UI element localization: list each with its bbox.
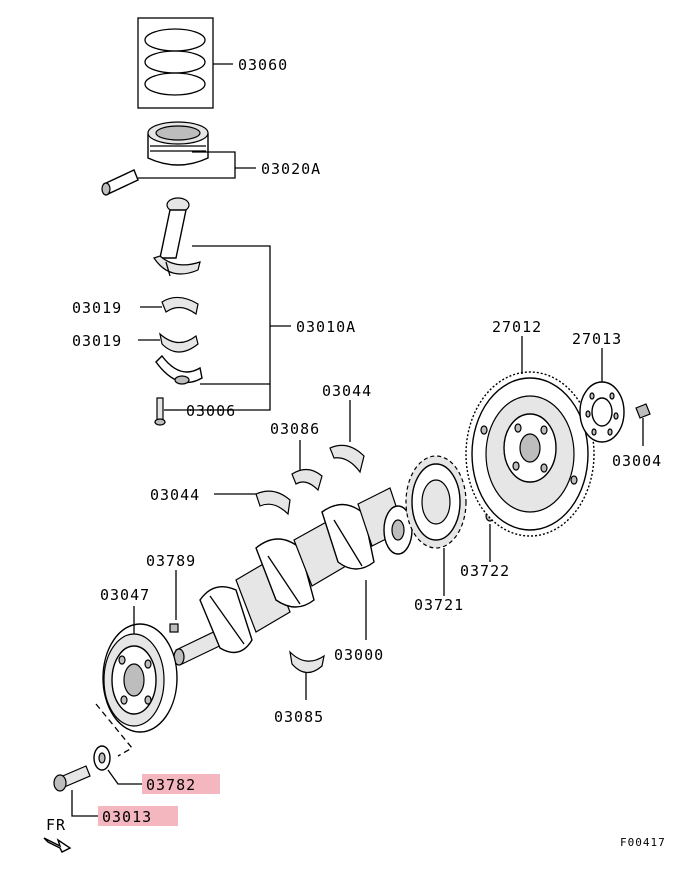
- label-03000: 03000: [334, 646, 384, 664]
- piston[interactable]: [147, 121, 209, 166]
- main-bearing-upper[interactable]: [291, 468, 323, 492]
- label-03060: 03060: [238, 56, 288, 74]
- rod-bolt[interactable]: [154, 397, 166, 426]
- label-03789: 03789: [146, 552, 196, 570]
- sensor-plate[interactable]: [405, 455, 467, 549]
- piston-rings[interactable]: [137, 17, 214, 109]
- label-27013: 27013: [572, 330, 622, 348]
- thrust-bearing-upper[interactable]: [329, 444, 365, 474]
- adapter-plate[interactable]: [579, 381, 625, 443]
- label-03004: 03004: [612, 452, 662, 470]
- thrust-bearing-lower[interactable]: [255, 490, 291, 516]
- main-bearing-lower[interactable]: [289, 650, 325, 674]
- label-03047: 03047: [100, 586, 150, 604]
- piston-pin[interactable]: [101, 169, 139, 196]
- rod-cap[interactable]: [155, 354, 203, 385]
- label-03086: 03086: [270, 420, 320, 438]
- woodruff-key[interactable]: [169, 623, 179, 633]
- connecting-rod[interactable]: [153, 197, 201, 277]
- front-indicator: FR: [46, 816, 66, 834]
- label-03019-upper: 03019: [72, 299, 122, 317]
- rod-bearing-lower[interactable]: [159, 332, 199, 353]
- pulley-bolt[interactable]: [53, 765, 91, 792]
- label-03044-upper: 03044: [322, 382, 372, 400]
- label-03721: 03721: [414, 596, 464, 614]
- label-03020a: 03020A: [261, 160, 321, 178]
- front-arrow-icon: [43, 837, 72, 853]
- label-03010a: 03010A: [296, 318, 356, 336]
- highlight-03782: [142, 774, 220, 794]
- label-03722: 03722: [460, 562, 510, 580]
- label-03019-lower: 03019: [72, 332, 122, 350]
- label-03782[interactable]: 03782: [146, 776, 196, 794]
- label-03013[interactable]: 03013: [102, 808, 152, 826]
- figure-code: F00417: [620, 836, 666, 849]
- highlight-03013: [98, 806, 178, 826]
- label-27012: 27012: [492, 318, 542, 336]
- label-03085: 03085: [274, 708, 324, 726]
- crank-pulley[interactable]: [102, 623, 178, 733]
- crankshaft[interactable]: [173, 487, 413, 666]
- drive-plate[interactable]: [465, 371, 595, 537]
- drive-plate-bolt[interactable]: [635, 403, 651, 426]
- rod-bearing-upper[interactable]: [161, 296, 199, 316]
- label-03044-lower: 03044: [150, 486, 200, 504]
- label-03006: 03006: [186, 402, 236, 420]
- pulley-washer[interactable]: [93, 745, 111, 771]
